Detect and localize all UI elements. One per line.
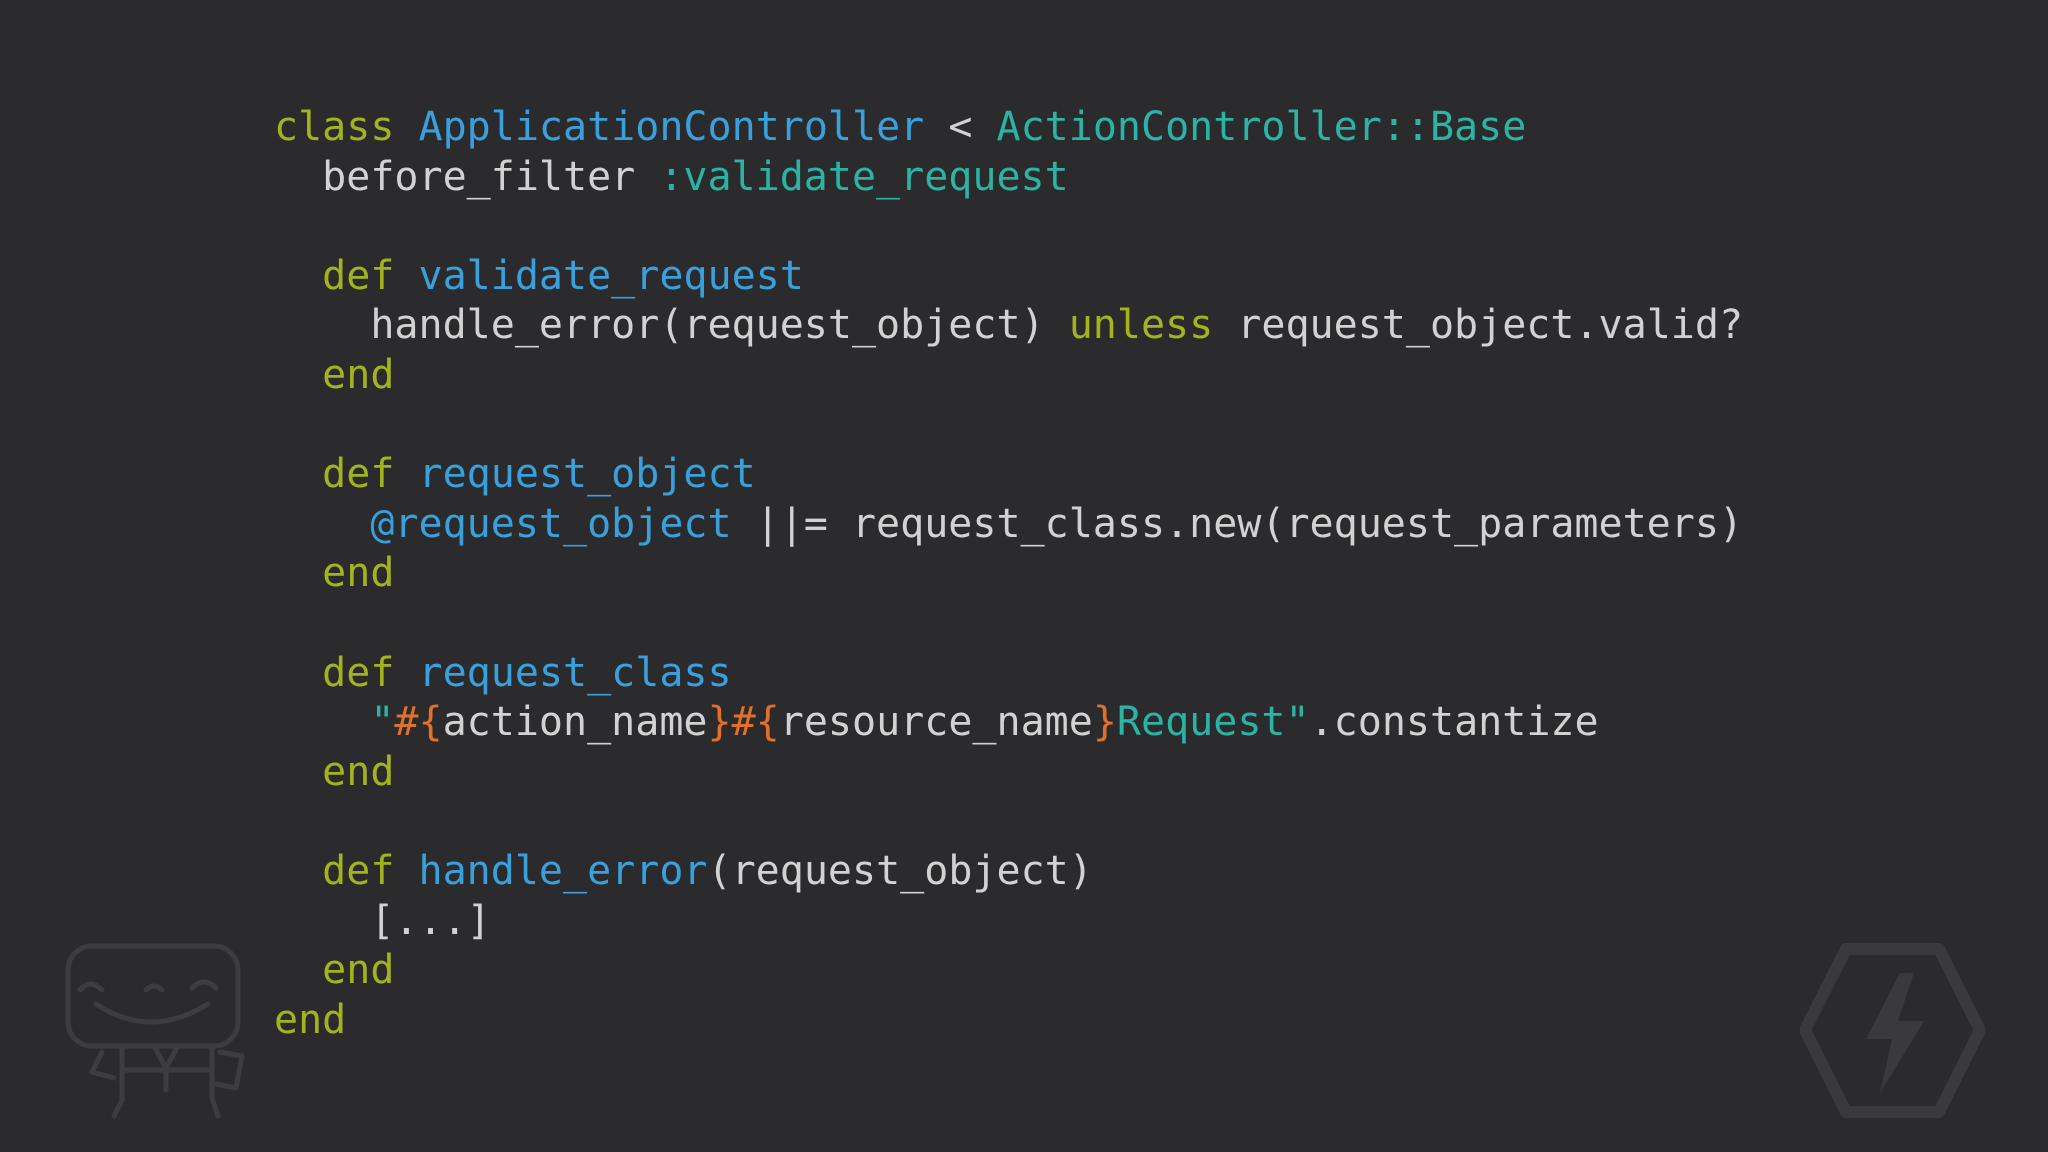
code-token-kw: def — [322, 451, 395, 498]
code-token-fn: handle_error — [418, 847, 708, 894]
code-token-kw: def — [322, 252, 395, 299]
code-token-plain — [394, 104, 418, 150]
code-line: @request_object ||= request_class.new(re… — [274, 500, 1743, 550]
code-token-plain — [394, 253, 418, 299]
code-token-plain: before_filter — [274, 153, 660, 200]
code-token-fn: validate_request — [418, 252, 804, 299]
code-token-plain — [394, 451, 418, 497]
code-token-kw: end — [322, 351, 395, 398]
code-token-plain — [274, 749, 322, 795]
code-token-kw: class — [274, 104, 395, 150]
code-line: end — [274, 996, 1743, 1046]
code-line — [274, 797, 1743, 847]
code-token-kw: end — [322, 947, 395, 994]
code-token-plain — [274, 550, 322, 596]
code-token-plain: action_name — [442, 699, 708, 746]
code-line: end — [274, 946, 1743, 996]
smiling-robot-mascot-icon — [65, 943, 245, 1119]
code-token-plain — [274, 650, 322, 696]
code-token-op: < — [924, 104, 997, 150]
code-line: [...] — [274, 897, 1743, 947]
code-line — [274, 401, 1743, 451]
code-token-plain — [274, 848, 322, 894]
code-token-ivar: @request_object — [370, 500, 732, 547]
code-token-plain: ||= request_class.new(request_parameters… — [731, 500, 1744, 547]
code-token-plain — [274, 352, 322, 398]
code-token-plain: handle_error(request_object) — [274, 302, 1069, 349]
code-line: def validate_request — [274, 252, 1743, 302]
code-token-plain — [394, 650, 418, 696]
code-token-sym: :validate_request — [659, 153, 1069, 200]
code-token-fn: ApplicationController — [418, 104, 925, 150]
code-line: "#{action_name}#{resource_name}Request".… — [274, 698, 1743, 748]
hexagon-lightning-bolt-icon — [1800, 943, 1985, 1118]
code-line: before_filter :validate_request — [274, 153, 1743, 203]
code-line — [274, 202, 1743, 252]
code-line: end — [274, 748, 1743, 798]
code-token-interp: } — [1092, 699, 1117, 746]
code-token-plain — [274, 947, 322, 993]
code-token-plain — [274, 451, 322, 497]
code-token-plain: resource_name — [779, 699, 1093, 746]
code-token-plain: [...] — [274, 897, 491, 944]
code-token-plain: .constantize — [1309, 699, 1599, 746]
code-token-plain — [274, 501, 370, 547]
code-token-str: " — [370, 699, 395, 746]
code-line: def handle_error(request_object) — [274, 847, 1743, 897]
code-token-plain: request_object.valid? — [1213, 302, 1744, 349]
code-line: handle_error(request_object) unless requ… — [274, 301, 1743, 351]
code-token-plain: (request_object) — [707, 847, 1093, 894]
code-token-kw: end — [274, 996, 347, 1043]
code-token-fn: request_class — [418, 649, 732, 696]
code-token-interp: #{ — [394, 699, 443, 746]
code-token-interp: }#{ — [707, 699, 780, 746]
code-line: def request_class — [274, 649, 1743, 699]
code-token-kw: def — [322, 649, 395, 696]
code-line — [274, 599, 1743, 649]
code-token-kw: unless — [1068, 302, 1214, 349]
code-token-cl: ActionController::Base — [996, 104, 1527, 150]
code-token-plain — [274, 253, 322, 299]
code-token-kw: end — [322, 550, 395, 597]
code-line: def request_object — [274, 450, 1743, 500]
code-line: end — [274, 351, 1743, 401]
code-token-fn: request_object — [418, 451, 756, 498]
code-token-str: Request" — [1116, 699, 1310, 746]
code-token-kw: end — [322, 748, 395, 795]
code-line: class ApplicationController < ActionCont… — [274, 103, 1743, 153]
code-token-plain — [394, 848, 418, 894]
code-token-kw: def — [322, 847, 395, 894]
code-token-plain — [274, 699, 370, 745]
code-block: class ApplicationController < ActionCont… — [274, 103, 1743, 1045]
code-line: end — [274, 549, 1743, 599]
